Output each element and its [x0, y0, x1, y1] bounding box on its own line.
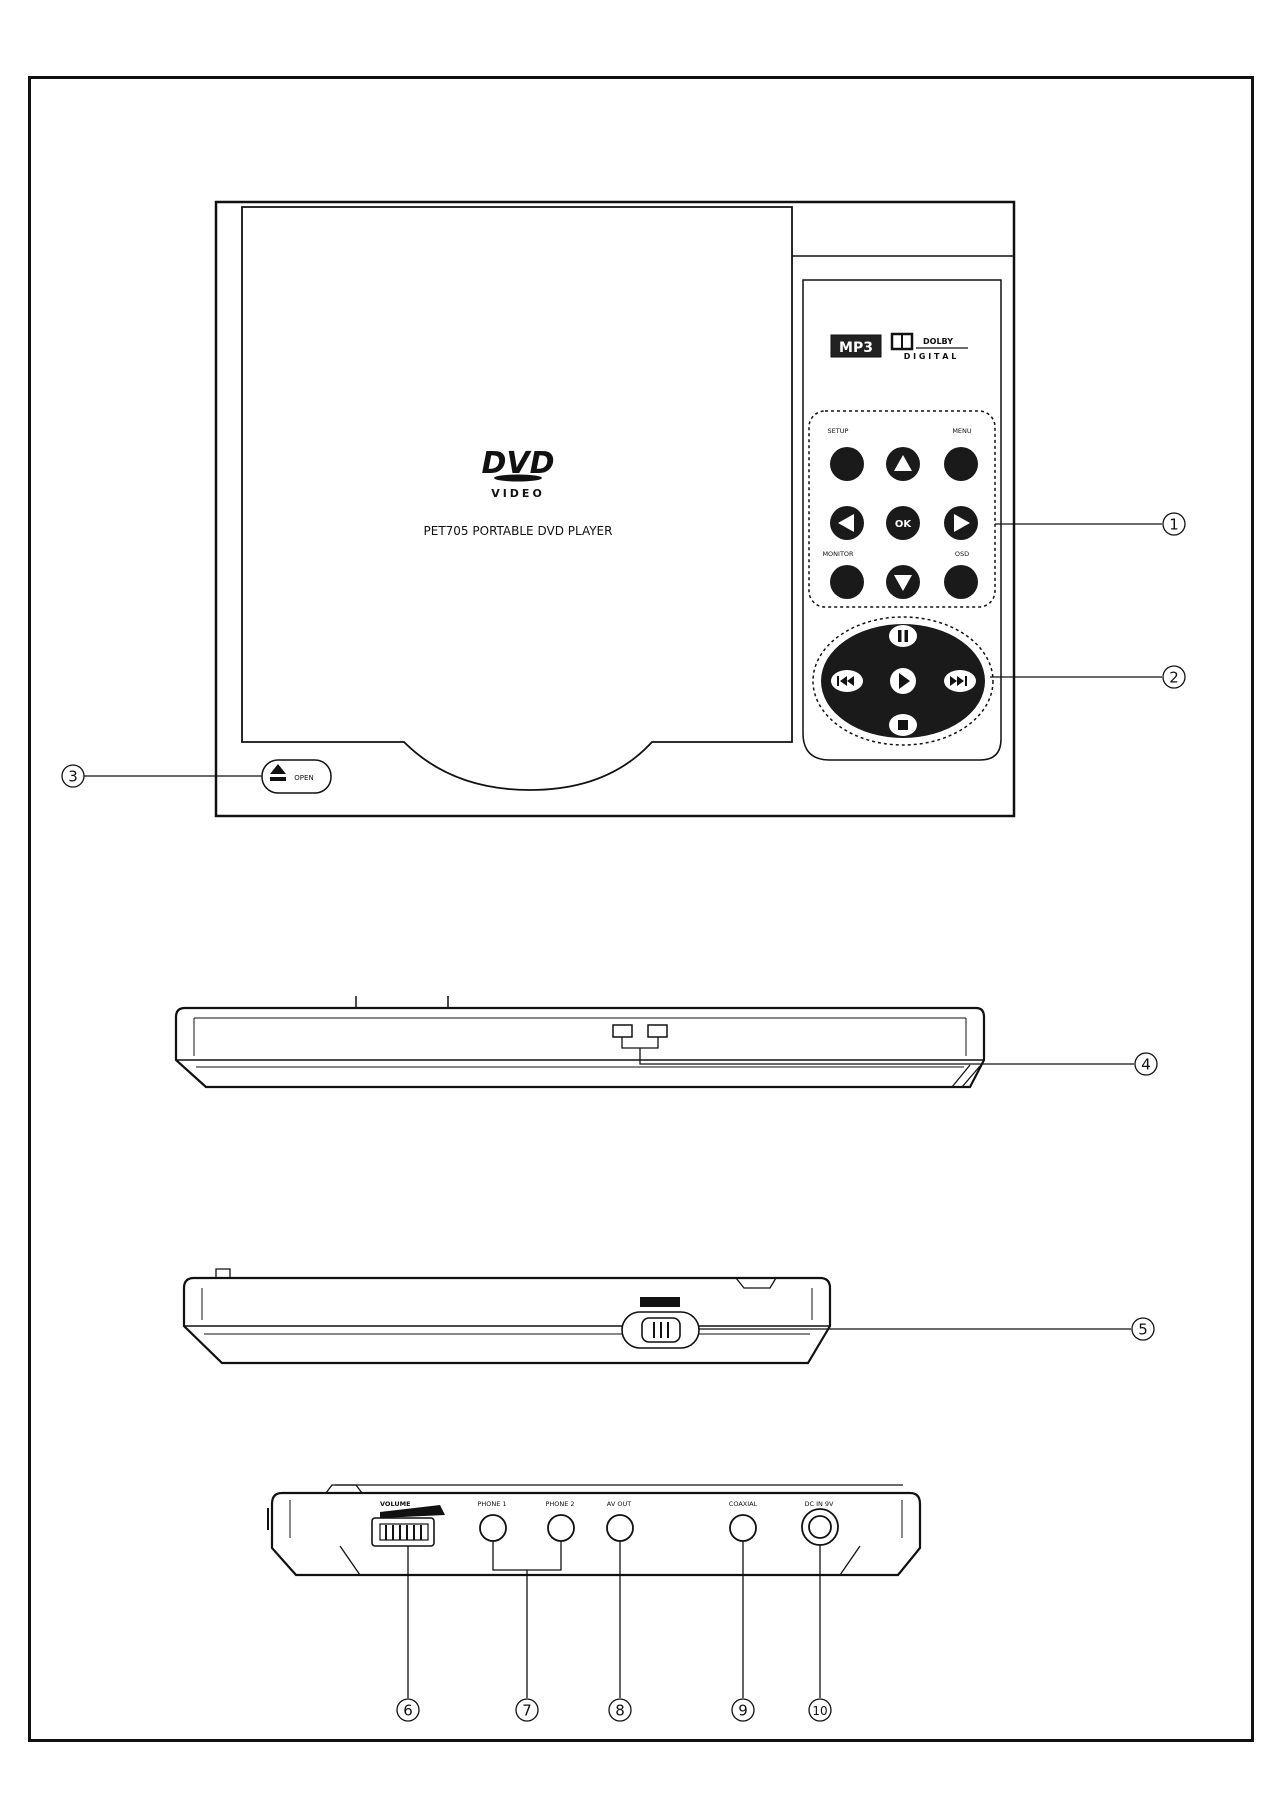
left-button[interactable] — [830, 506, 864, 540]
player-front-view — [176, 996, 984, 1087]
dolby-digital-logo: DOLBY D I G I T A L — [892, 334, 968, 361]
open-button[interactable]: OPEN — [262, 760, 331, 793]
coaxial-label: COAXIAL — [729, 1500, 758, 1508]
svg-text:1: 1 — [1169, 516, 1179, 534]
next-button[interactable] — [944, 670, 976, 692]
av-out-jack[interactable] — [607, 1515, 633, 1541]
svg-text:5: 5 — [1138, 1321, 1148, 1339]
indicator-light-right — [648, 1025, 667, 1037]
svg-text:2: 2 — [1169, 669, 1179, 687]
callout-1: 1 — [995, 513, 1185, 535]
callout-3: 3 — [62, 765, 262, 787]
power-slide-switch[interactable] — [622, 1297, 699, 1348]
dc-in-label: DC IN 9V — [804, 1500, 834, 1508]
setup-label: SETUP — [828, 427, 849, 435]
callout-5: 5 — [699, 1318, 1154, 1340]
callout-7: 7 — [493, 1541, 561, 1721]
phone1-jack[interactable] — [480, 1515, 506, 1541]
svg-text:4: 4 — [1141, 1056, 1151, 1074]
right-button[interactable] — [944, 506, 978, 540]
dvd-video-text: VIDEO — [491, 487, 545, 500]
down-button[interactable] — [886, 565, 920, 599]
setup-button[interactable] — [830, 447, 864, 481]
menu-label: MENU — [952, 427, 972, 435]
ok-button[interactable]: OK — [886, 506, 920, 540]
navigation-button-group: SETUP MENU MONITOR OSD OK — [809, 411, 995, 607]
av-out-label: AV OUT — [607, 1500, 631, 1508]
digital-text: D I G I T A L — [904, 352, 957, 361]
previous-button[interactable] — [831, 670, 863, 692]
model-caption: PET705 PORTABLE DVD PLAYER — [424, 524, 613, 538]
callout-6: 6 — [397, 1546, 419, 1721]
indicator-lights — [613, 1025, 667, 1048]
coaxial-jack[interactable] — [730, 1515, 756, 1541]
osd-button[interactable] — [944, 565, 978, 599]
dvd-video-logo: DVD VIDEO — [481, 446, 554, 500]
osd-label: OSD — [955, 550, 969, 558]
monitor-label: MONITOR — [822, 550, 854, 558]
stop-button[interactable] — [889, 714, 917, 736]
play-button[interactable] — [890, 668, 916, 694]
svg-text:MP3: MP3 — [839, 340, 873, 356]
svg-text:8: 8 — [615, 1702, 625, 1720]
mp3-logo: MP3 — [831, 335, 881, 357]
up-button[interactable] — [886, 447, 920, 481]
dc-in-jack[interactable] — [802, 1509, 838, 1545]
callout-9: 9 — [732, 1541, 754, 1721]
menu-button[interactable] — [944, 447, 978, 481]
dvd-logo-disc-icon — [494, 475, 542, 482]
svg-text:7: 7 — [522, 1702, 532, 1720]
dolby-text: DOLBY — [923, 337, 953, 346]
phone2-label: PHONE 2 — [545, 1500, 574, 1508]
svg-text:9: 9 — [738, 1702, 748, 1720]
svg-text:10: 10 — [812, 1704, 827, 1718]
phone2-jack[interactable] — [548, 1515, 574, 1541]
callout-4: 4 — [640, 1048, 1157, 1075]
callout-10: 10 — [809, 1545, 831, 1721]
playback-button-group — [813, 617, 993, 745]
player-right-side-view — [184, 1269, 830, 1363]
indicator-light-left — [613, 1025, 632, 1037]
callout-8: 8 — [609, 1541, 631, 1721]
callout-2: 2 — [990, 666, 1185, 688]
volume-label: VOLUME — [380, 1500, 411, 1508]
pause-button[interactable] — [889, 625, 917, 647]
pause-icon — [898, 630, 902, 642]
stop-icon — [898, 720, 908, 730]
phone1-label: PHONE 1 — [477, 1500, 506, 1508]
open-label: OPEN — [294, 774, 313, 782]
volume-wheel[interactable] — [372, 1505, 445, 1546]
svg-text:3: 3 — [68, 768, 78, 786]
svg-text:6: 6 — [403, 1702, 413, 1720]
ok-label: OK — [895, 519, 913, 530]
monitor-button[interactable] — [830, 565, 864, 599]
